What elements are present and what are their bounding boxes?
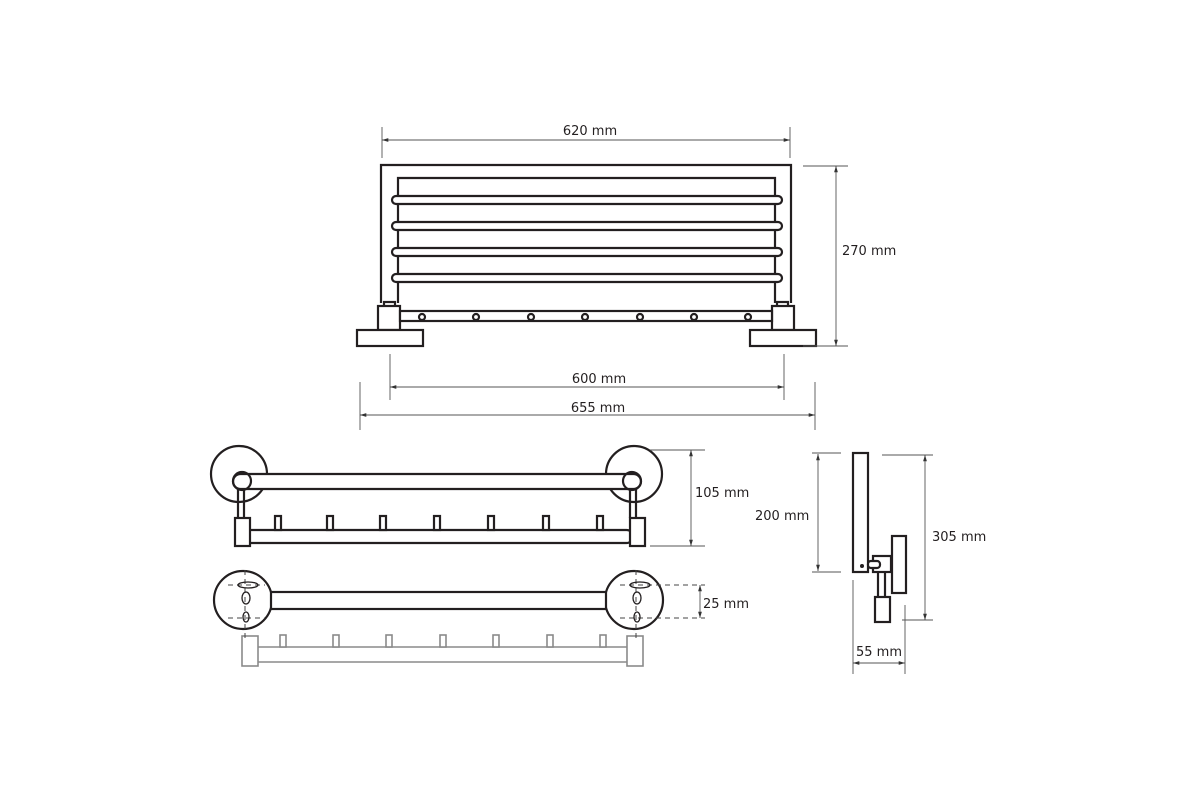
dimension-label: 25 mm	[703, 597, 749, 612]
dimension-label: 655 mm	[571, 401, 625, 416]
dimension-305: 305 mm	[882, 454, 986, 621]
side-view: 200 mm 305 mm 55 mm	[755, 451, 986, 674]
dimension-620: 620 mm	[381, 124, 791, 158]
dimension-label: 200 mm	[755, 509, 809, 524]
dimension-655: 655 mm	[359, 382, 816, 430]
dimension-label: 600 mm	[572, 372, 626, 387]
rear-view: 25 mm	[212, 569, 749, 667]
dimension-270: 270 mm	[803, 165, 896, 347]
front-elevation-view: 620 mm 270 mm 600 mm 655 mm	[355, 124, 896, 430]
dimension-label: 620 mm	[563, 124, 617, 139]
shelf-bars	[390, 194, 784, 284]
dimension-600: 600 mm	[389, 354, 785, 400]
dimension-105: 105 mm	[650, 449, 749, 547]
dimension-label: 270 mm	[842, 244, 896, 259]
dimension-label: 305 mm	[932, 530, 986, 545]
fixing-hole-marks	[228, 570, 705, 640]
hook-heads	[417, 312, 753, 322]
dimension-25: 25 mm	[698, 585, 749, 618]
hooks	[273, 514, 605, 532]
dimension-label: 105 mm	[695, 486, 749, 501]
plan-view: 105 mm	[209, 444, 749, 548]
dimension-55: 55 mm	[852, 580, 906, 674]
dimension-200: 200 mm	[755, 452, 841, 573]
dimension-label: 55 mm	[856, 645, 902, 660]
